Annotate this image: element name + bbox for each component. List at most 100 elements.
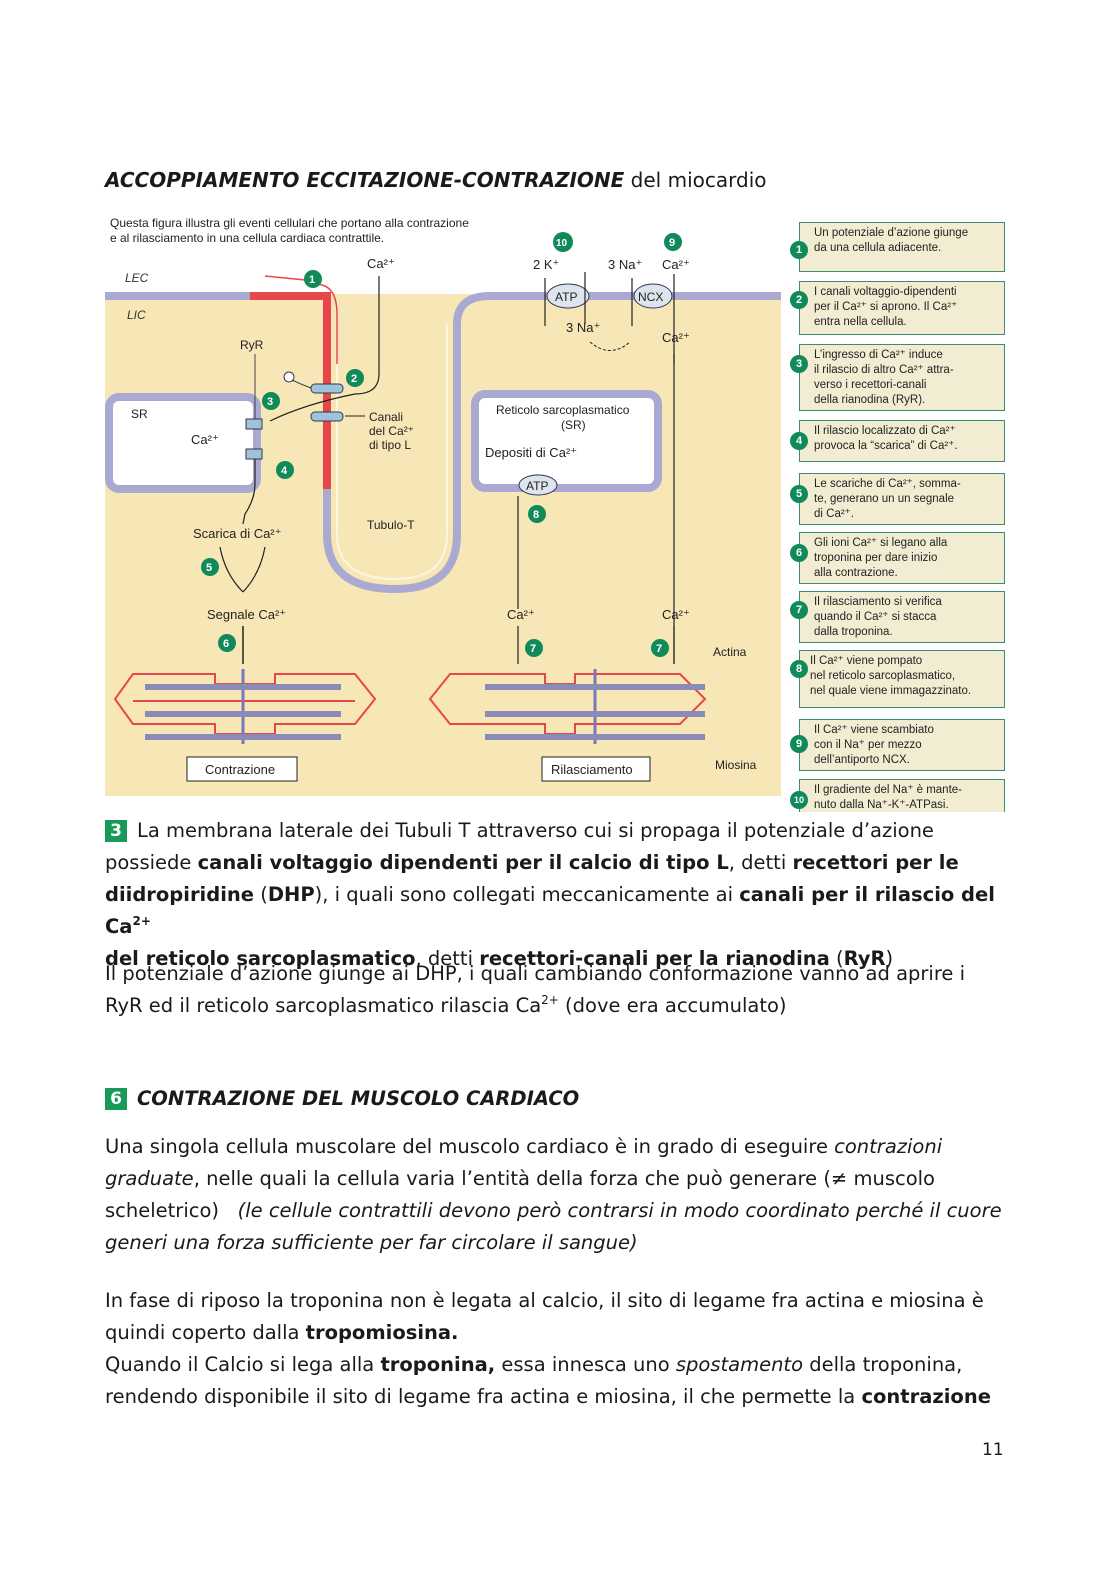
- page-number: 11: [982, 1440, 1004, 1460]
- sr-compartment: [105, 393, 261, 493]
- marker-3: [262, 392, 280, 410]
- dhp-knob: [283, 371, 295, 383]
- rest-state-paragraph: In fase di riposo la troponina non è leg…: [105, 1289, 991, 1408]
- legend-num-9: 9: [790, 735, 808, 753]
- lic-label: LIC: [127, 308, 146, 322]
- graded-contraction-paragraph: Una singola cellula muscolare del muscol…: [105, 1135, 1002, 1254]
- sr-label: SR: [131, 407, 148, 421]
- rilasciamento-box: [541, 756, 651, 782]
- ec-coupling-figure: Questa figura illustra gli eventi cellul…: [105, 214, 781, 796]
- ncx-exchanger: [633, 283, 673, 309]
- cytoplasm-area: [105, 294, 781, 796]
- sarcomere-relaxed: [428, 669, 707, 744]
- canali-label-3: di tipo L: [369, 438, 411, 452]
- svg-text:8: 8: [533, 509, 539, 521]
- svg-text:7: 7: [530, 643, 536, 655]
- svg-text:1: 1: [309, 274, 315, 286]
- marker-7b: [651, 639, 669, 657]
- page-title: ACCOPPIAMENTO ECCITAZIONE-CONTRAZIONE de…: [105, 164, 767, 196]
- ca-ncx-label: Ca²⁺: [662, 257, 690, 272]
- ca-release-arrow: [242, 459, 256, 525]
- ryr-channel-1: [245, 418, 263, 430]
- legend-num-10: 10: [790, 791, 808, 809]
- segnale-label: Segnale Ca²⁺: [207, 607, 286, 622]
- svg-text:4: 4: [281, 465, 288, 477]
- depositi-label: Depositi di Ca²⁺: [485, 445, 577, 460]
- canali-label-1: Canali: [369, 410, 403, 424]
- t-tubule-inner: [336, 302, 448, 581]
- na3-in-label: 3 Na⁺: [566, 320, 600, 335]
- lec-label: LEC: [125, 271, 149, 285]
- na-cycle-arrow: [589, 341, 631, 351]
- section-6-badge: 6: [105, 1088, 127, 1110]
- ca-release-right-label: Ca²⁺: [662, 607, 690, 622]
- ap-arrow: [264, 275, 306, 281]
- legend-num-4: 4: [790, 432, 808, 450]
- caption-line-2: e al rilasciamento in una cellula cardia…: [110, 231, 384, 245]
- ca-entry-arrow: [269, 276, 380, 422]
- ca-top-label: Ca²⁺: [367, 256, 395, 271]
- legend-num-7: 7: [790, 601, 808, 619]
- reticolo-label-1: Reticolo sarcoplasmatico: [496, 403, 630, 417]
- title-bold: ACCOPPIAMENTO ECCITAZIONE-CONTRAZIONE: [105, 168, 625, 192]
- legend-num-1: 1: [790, 241, 808, 259]
- k-label: 2 K⁺: [533, 257, 559, 272]
- ryr-label: RyR: [240, 338, 264, 352]
- svg-text:2: 2: [351, 373, 357, 385]
- sr-right: [471, 390, 662, 492]
- ryr-channel-2: [245, 448, 263, 460]
- l-type-channel-2: [310, 411, 344, 422]
- marker-6: [218, 634, 236, 652]
- rilasciamento-label: Rilasciamento: [551, 762, 633, 777]
- section-3-badge: 3: [105, 820, 127, 842]
- atp-pump: [546, 283, 590, 309]
- miosina-label: Miosina: [715, 758, 757, 772]
- sr-ca-label: Ca²⁺: [191, 432, 219, 447]
- svg-text:6: 6: [223, 638, 229, 650]
- contrazione-box: [186, 756, 298, 782]
- canali-label-2: del Ca²⁺: [369, 424, 414, 438]
- title-rest: del miocardio: [624, 168, 767, 192]
- legend-num-3: 3: [790, 355, 808, 373]
- svg-text:3: 3: [267, 396, 273, 408]
- scarica-label: Scarica di Ca²⁺: [193, 526, 282, 541]
- sarcomere-contracted: [113, 669, 377, 744]
- actina-label: Actina: [713, 645, 747, 659]
- l-type-channel-1: [310, 383, 344, 394]
- legend-num-8: 8: [790, 660, 808, 678]
- marker-5: [201, 558, 219, 576]
- legend-num-2: 2: [790, 291, 808, 309]
- cell-membrane: [105, 292, 781, 594]
- svg-text:10: 10: [556, 238, 568, 249]
- atp-pump-label: ATP: [555, 290, 577, 304]
- sr-atp-pump: [518, 474, 558, 496]
- legend-num-5: 5: [790, 485, 808, 503]
- na3-out-label: 3 Na⁺: [608, 257, 642, 272]
- svg-text:7: 7: [656, 643, 662, 655]
- ecf-area: [105, 214, 781, 294]
- marker-4: [276, 461, 294, 479]
- legend-num-6: 6: [790, 544, 808, 562]
- marker-8: [528, 505, 546, 523]
- marker-7a: [525, 639, 543, 657]
- sr-atp-label: ATP: [526, 479, 548, 493]
- ncx-label: NCX: [638, 290, 663, 304]
- reticolo-label-2: (SR): [561, 418, 586, 432]
- markers: 1 2 3 4 5 6 7 7 8 9 10: [201, 232, 682, 657]
- depolarized-membrane: [250, 292, 331, 489]
- svg-text:9: 9: [669, 237, 675, 249]
- ca-release-left-label: Ca²⁺: [507, 607, 535, 622]
- dhp-paragraph: Il potenziale d’azione giunge ai DHP, i …: [105, 962, 966, 1017]
- caption-line-1: Questa figura illustra gli eventi cellul…: [110, 216, 469, 230]
- svg-text:5: 5: [206, 562, 212, 574]
- ca-right-label: Ca²⁺: [662, 330, 690, 345]
- marker-9: [664, 233, 682, 251]
- marker-2: [346, 369, 364, 387]
- spark-arrows: [219, 546, 266, 593]
- contrazione-label: Contrazione: [205, 762, 275, 777]
- tubulo-label: Tubulo-T: [367, 518, 415, 532]
- marker-10: [553, 232, 573, 252]
